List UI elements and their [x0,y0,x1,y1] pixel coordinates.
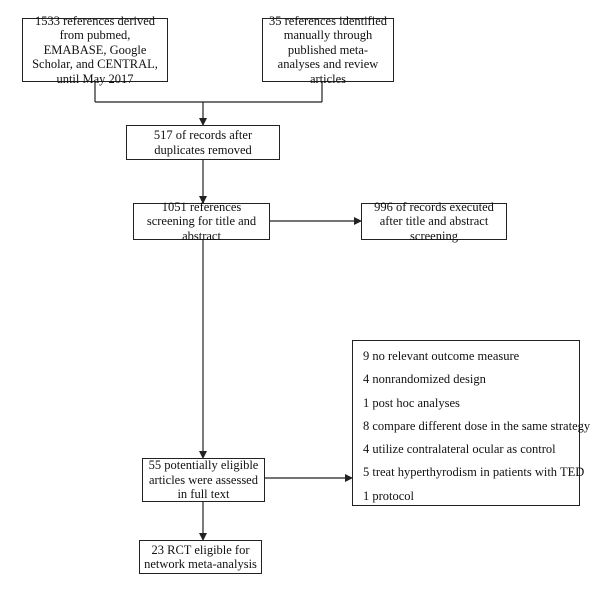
exclusion-reason: 4 utilize contralateral ocular as contro… [363,442,556,457]
full-text-box: 55 potentially eligible articles were as… [142,458,265,502]
final-text: 23 RCT eligible for network meta-analysi… [144,542,257,572]
exclusion-reasons-box: 9 no relevant outcome measure 4 nonrando… [352,340,591,506]
full-text-text: 55 potentially eligible articles were as… [148,458,259,502]
excluded-screening-text: 996 of records executed after title and … [374,199,494,243]
exclusion-reason: 9 no relevant outcome measure [363,349,520,363]
pubmed-references-box: 1533 references derived from pubmed, EMA… [22,14,168,86]
screening-box: 1051 references screening for title and … [133,200,270,243]
excluded-screening-box: 996 of records executed after title and … [361,200,507,243]
pubmed-references-text: 1533 references derived from pubmed, EMA… [32,13,158,86]
exclusion-reason: 1 post hoc analyses [363,395,460,410]
exclusion-reason: 8 compare different dose in the same str… [363,418,591,433]
final-box: 23 RCT eligible for network meta-analysi… [139,540,262,574]
manual-references-box: 35 references identified manually throug… [262,14,394,86]
exclusion-reason: 4 nonrandomized design [363,372,486,387]
screening-text: 1051 references screening for title and … [146,199,257,243]
exclusion-reason: 5 treat hyperthyrodism in patients with … [363,465,585,480]
after-duplicates-box: 517 of records after duplicates removed [126,125,280,160]
exclusion-reason: 1 protocol [363,488,415,503]
manual-references-text: 35 references identified manually throug… [269,13,387,86]
after-duplicates-text: 517 of records after duplicates removed [153,128,253,157]
